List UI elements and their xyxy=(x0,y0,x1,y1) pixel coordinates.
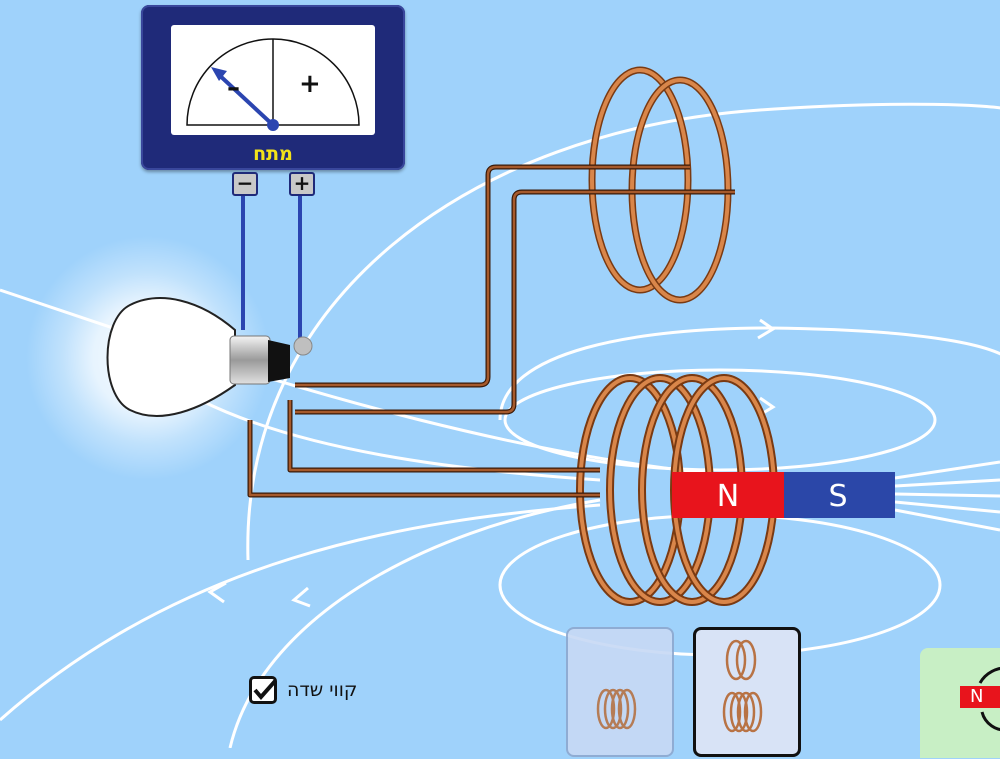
field-lines xyxy=(0,102,1000,748)
terminal-plus: + xyxy=(289,172,315,196)
one-coil-mode-button[interactable] xyxy=(566,627,674,757)
magnet-north-pole[interactable] xyxy=(672,472,784,518)
field-lines-label: קווי שדה xyxy=(287,679,358,701)
terminal-minus: − xyxy=(232,172,258,196)
light-bulb xyxy=(106,297,313,417)
bar-magnet[interactable]: N S xyxy=(672,472,895,518)
coil-wires xyxy=(247,164,735,498)
magnet-south-label: S xyxy=(828,479,847,514)
corner-button-label: N xyxy=(970,686,984,707)
voltmeter: – + מתח xyxy=(141,5,405,170)
voltmeter-dial: – + xyxy=(171,25,375,135)
two-coils-icon xyxy=(722,639,763,733)
dial-plus-symbol: + xyxy=(299,69,321,99)
field-lines-checkbox[interactable] xyxy=(249,676,277,704)
voltmeter-needle xyxy=(215,71,275,127)
field-lines-toggle[interactable]: קווי שדה xyxy=(249,673,357,707)
meter-wires xyxy=(241,196,302,345)
checkmark-icon xyxy=(253,679,274,701)
one-coil-icon xyxy=(596,688,637,730)
upper-coil xyxy=(588,66,732,304)
magnet-north-label: N xyxy=(717,479,739,514)
dial-minus-symbol: – xyxy=(227,73,240,103)
magnet-south-pole[interactable] xyxy=(784,472,895,518)
two-coils-mode-button[interactable] xyxy=(693,627,801,757)
flip-magnet-button[interactable]: N xyxy=(920,648,1000,758)
voltmeter-label: מתח xyxy=(253,143,293,165)
rotate-magnet-icon xyxy=(960,667,1000,732)
